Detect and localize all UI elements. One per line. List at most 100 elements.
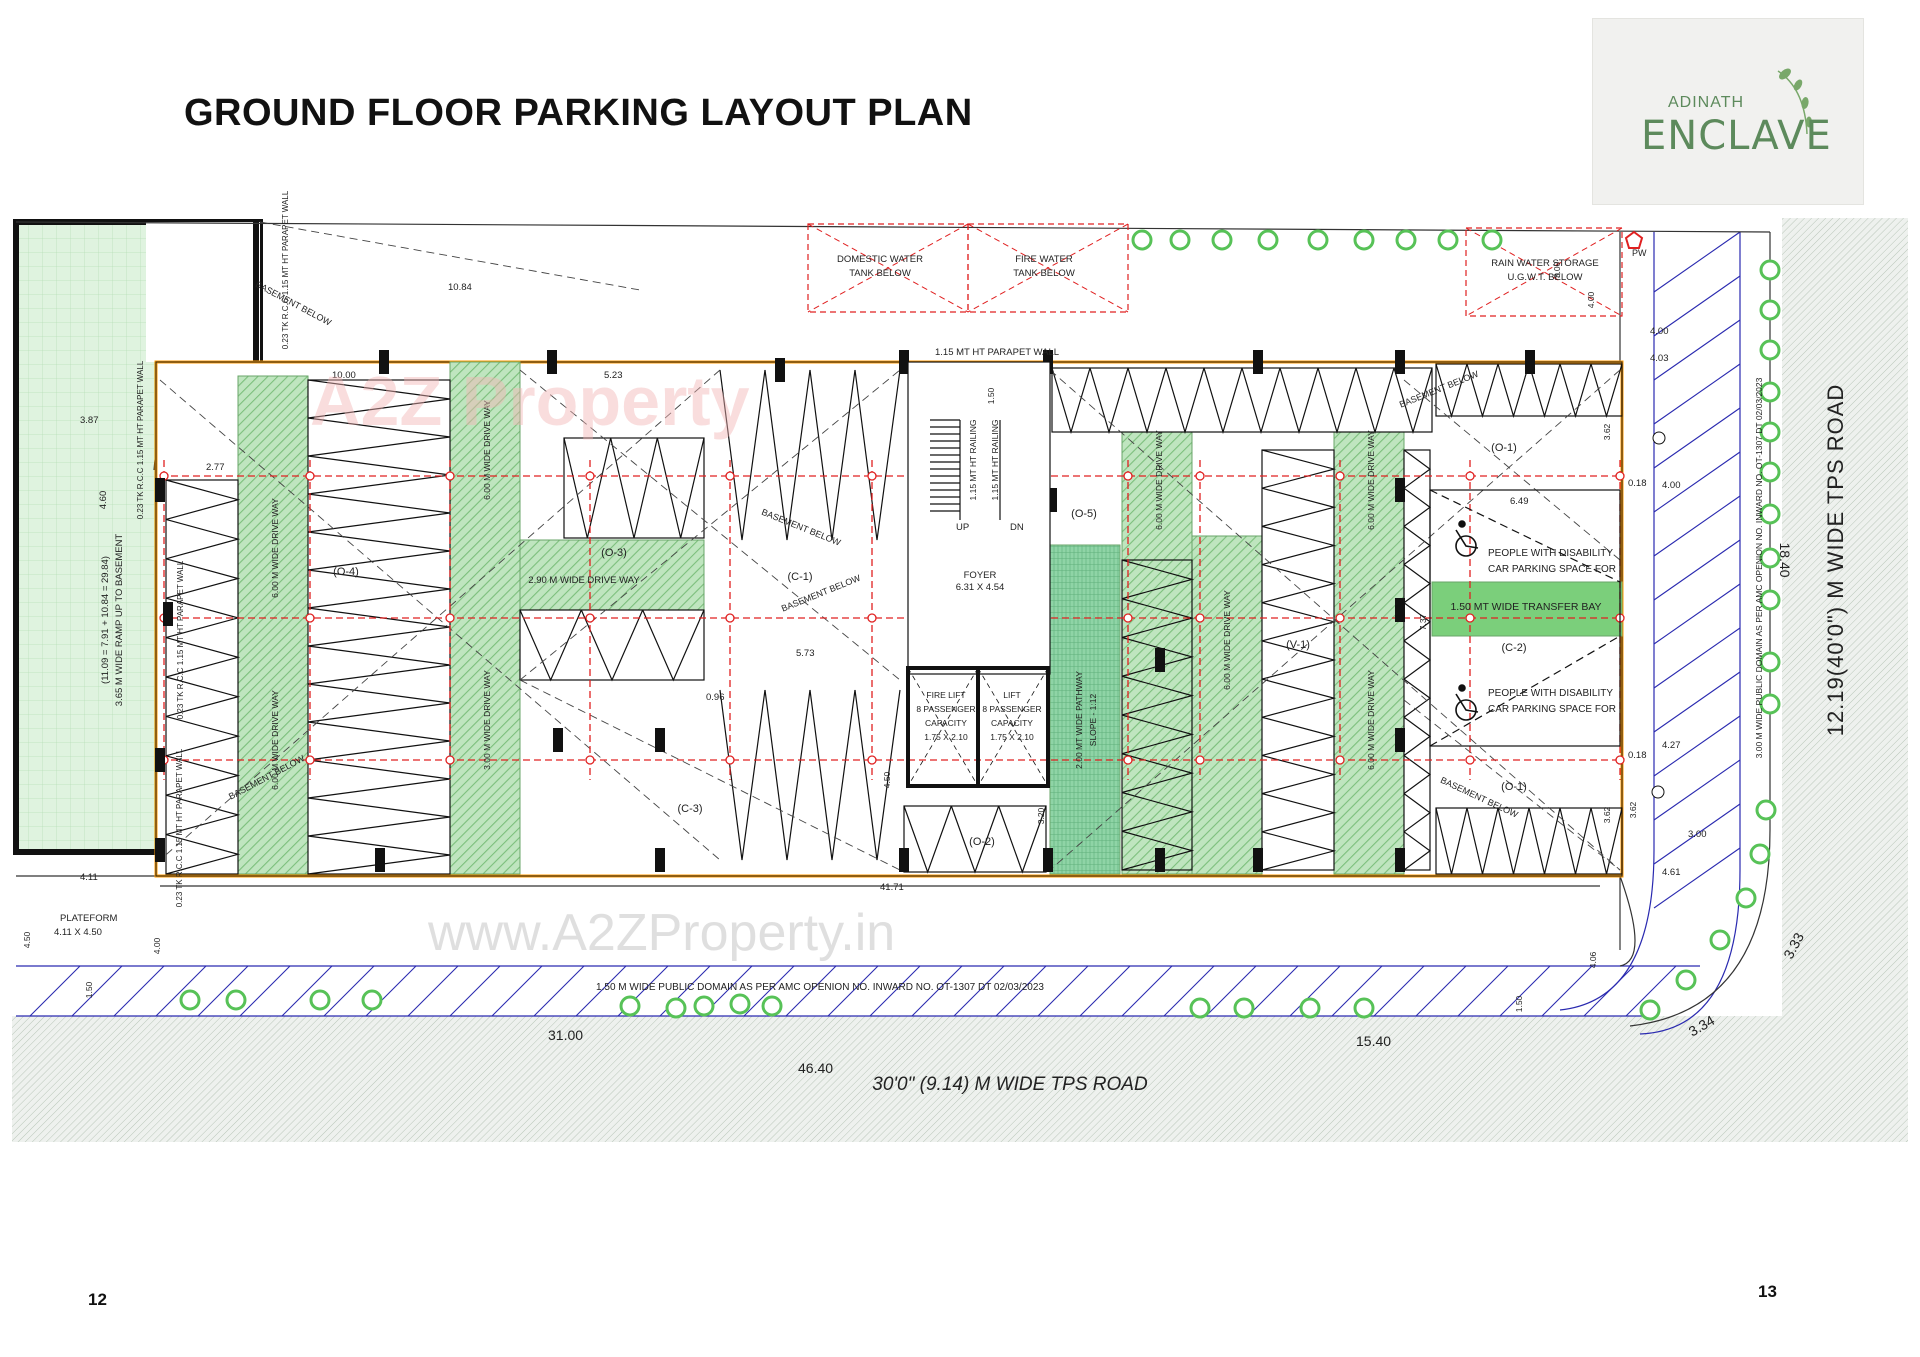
grid-node xyxy=(1335,755,1345,765)
driveway-6m-label-4: 6.00 M WIDE DRIVE WAY xyxy=(1222,590,1232,690)
zone-o1-top: (O-1) xyxy=(1491,442,1517,454)
column xyxy=(163,602,173,626)
tree xyxy=(1735,887,1757,909)
tree xyxy=(225,989,247,1011)
tree xyxy=(1211,229,1233,251)
driveway-6m-label-1: 6.00 M WIDE DRIVE WAY xyxy=(270,498,280,598)
column xyxy=(1155,848,1165,872)
disabled-label-2: CAR PARKING SPACE FOR xyxy=(1488,564,1616,575)
grid-node xyxy=(445,613,455,623)
hatch-line xyxy=(1653,319,1741,381)
pathway-label-2: SLOPE - 1:12 xyxy=(1088,694,1098,747)
dim-3-39: 3.20 xyxy=(1036,807,1046,824)
column xyxy=(155,838,165,862)
grid-node xyxy=(445,755,455,765)
tree xyxy=(729,993,751,1015)
dim-2-77: 2.77 xyxy=(206,462,225,473)
stair-core xyxy=(906,361,1051,788)
dim-3-62-a: 3.62 xyxy=(1602,423,1612,440)
brand-watermark: A2Z Property xyxy=(310,362,750,440)
column xyxy=(1395,728,1405,752)
tree xyxy=(1749,843,1771,865)
hatch-line xyxy=(1653,583,1741,645)
dim-4-00-c: 4.00 xyxy=(152,937,162,954)
rain-tank-label-2: U.G.W.T. BELOW xyxy=(1508,272,1583,283)
tree xyxy=(1233,997,1255,1019)
wedge-stall-top xyxy=(809,369,856,541)
dim-0-18-b: 0.18 xyxy=(1628,750,1647,761)
lift-label-4: 1.75 X 2.10 xyxy=(990,732,1034,742)
driveway-label: 2.90 M WIDE DRIVE WAY xyxy=(528,575,640,586)
column xyxy=(1253,350,1263,374)
disabled-label-1: PEOPLE WITH DISABILITY xyxy=(1488,548,1613,559)
stall-row-top-right-2-zigzag xyxy=(1435,363,1623,419)
foyer-label-1: FOYER xyxy=(964,570,997,581)
hatch-line xyxy=(113,965,165,1017)
ramp-label-1: (11.09 = 7.91 + 10.84 = 29.84) xyxy=(100,556,111,684)
dim-3-62-c: 3.62 xyxy=(1628,801,1638,818)
hatch-line xyxy=(1653,627,1741,689)
lift-label-3: CAPACITY xyxy=(991,718,1033,728)
logo-graphic: ADINATH ENCLAVE xyxy=(1641,68,1831,159)
fire-tank-label-1: FIRE WATER xyxy=(1015,254,1073,265)
wedge-stall xyxy=(854,689,901,861)
public-domain-bottom-label: 1.50 M WIDE PUBLIC DOMAIN AS PER AMC OPE… xyxy=(596,982,1044,993)
tree xyxy=(1353,229,1375,251)
plateform-label-2: 4.11 X 4.50 xyxy=(54,927,102,938)
column xyxy=(553,728,563,752)
column xyxy=(1395,350,1405,374)
grid-node xyxy=(1123,755,1133,765)
zone-o2: (O-2) xyxy=(969,836,995,848)
dim-4-61: 4.61 xyxy=(1662,867,1681,878)
trees xyxy=(179,229,1781,1021)
structural-columns xyxy=(155,350,1535,872)
pw-label: PW xyxy=(1632,248,1647,258)
dim-4-00-d: 4.00 xyxy=(1586,291,1596,308)
stall-row-bottom-core-zigzag xyxy=(903,805,1047,874)
fire-lift-label-1: FIRE LIFT xyxy=(926,690,965,700)
tree xyxy=(1759,299,1781,321)
hatch-line xyxy=(449,965,501,1017)
hatch-line xyxy=(1289,965,1341,1017)
blue-hatch-lines xyxy=(29,231,1741,1017)
tree xyxy=(309,989,331,1011)
grid-node xyxy=(1195,471,1205,481)
column xyxy=(655,728,665,752)
grid-node xyxy=(1615,755,1625,765)
dim-3-87: 3.87 xyxy=(80,415,99,426)
hatch-line xyxy=(155,965,207,1017)
tree xyxy=(1759,693,1781,715)
grid-node xyxy=(1195,613,1205,623)
hatch-line xyxy=(1653,495,1741,557)
grid-node xyxy=(725,471,735,481)
hatch-line xyxy=(785,965,837,1017)
hatch-line xyxy=(1653,671,1741,733)
dim-4-27: 4.27 xyxy=(1662,740,1681,751)
dim-1-50-c: 1.50 xyxy=(986,387,996,404)
dim-4-00-b: 4.00 xyxy=(1662,480,1681,491)
grid-node xyxy=(1335,613,1345,623)
road-bottom-label: 30'0" (9.14) M WIDE TPS ROAD xyxy=(872,1074,1148,1095)
hatch-line xyxy=(1457,965,1509,1017)
wedge-stall xyxy=(764,689,811,861)
parapet-label: 1.15 MT HT PARAPET WALL xyxy=(935,347,1059,358)
column xyxy=(155,748,165,772)
fire-water-tank xyxy=(967,223,1129,313)
fire-lift-label-4: 1.75 X 2.10 xyxy=(924,732,968,742)
basement-below-1: BASEMENT BELOW xyxy=(254,279,334,328)
zone-o3: (O-3) xyxy=(601,547,627,559)
tree xyxy=(693,995,715,1017)
stall-row-right-1-zigzag xyxy=(1121,559,1195,871)
dim-4-50: 4.50 xyxy=(22,931,32,948)
dim-5-23: 5.23 xyxy=(604,370,623,381)
wheelchair-icon xyxy=(1455,684,1479,721)
grid-node xyxy=(1465,613,1475,623)
dim-18-40: 18.40 xyxy=(1777,542,1793,577)
grid-node xyxy=(867,755,877,765)
driveway-3m-label-2: 3.00 M WIDE DRIVE WAY xyxy=(482,670,492,770)
grid-node xyxy=(1123,471,1133,481)
tree xyxy=(1353,997,1375,1019)
dim-0-18-a: 0.18 xyxy=(1628,478,1647,489)
hatch-line xyxy=(1331,965,1383,1017)
tree xyxy=(1759,421,1781,443)
